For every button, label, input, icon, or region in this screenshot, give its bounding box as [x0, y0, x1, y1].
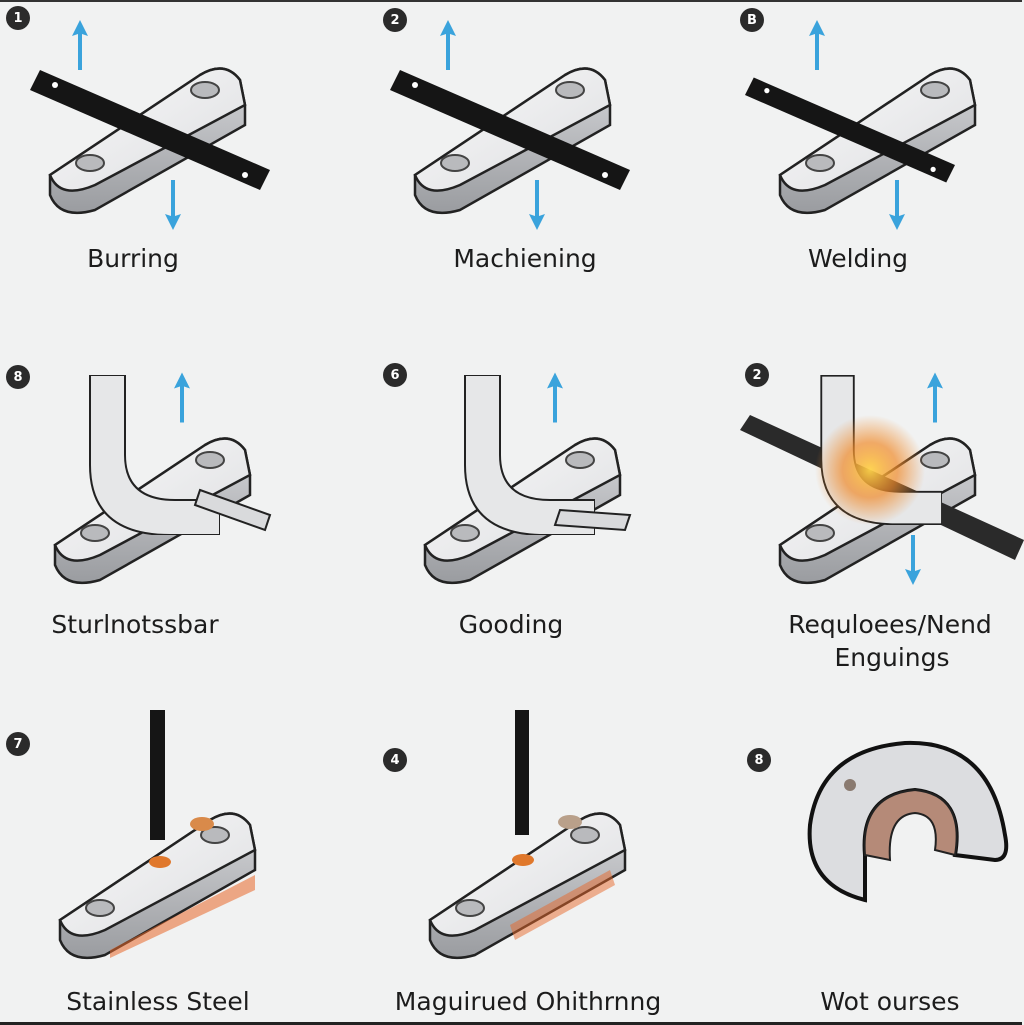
curved-part-illustration: [807, 740, 1009, 903]
step-label-8: Maguirued Ohithrnng: [394, 987, 662, 1016]
step-label-7: Stainless Steel: [66, 987, 250, 1016]
step-badge-5: 6: [383, 363, 407, 387]
step-badge-1: 1: [6, 6, 30, 30]
step-badge-2: 2: [383, 8, 407, 32]
step-badge-3: B: [740, 8, 764, 32]
heat-treatment-illustration: [740, 372, 1024, 585]
step-badge-4: 8: [6, 365, 30, 389]
step-badge-8: 4: [383, 748, 407, 772]
step-label-2: Machiening: [453, 244, 597, 273]
step-badge-6: 2: [745, 363, 769, 387]
stainless-steel-illustration: [58, 710, 257, 960]
step-label-6: Requloees/Nend: [788, 610, 992, 639]
machined-finishing-illustration: [428, 710, 627, 960]
burring-illustration: [30, 20, 270, 230]
step-label-4: Sturlnotssbar: [51, 610, 219, 639]
step-badge-9: 8: [747, 748, 771, 772]
step-label-3: Welding: [807, 244, 909, 273]
step-label-6-line2: Enguings: [834, 643, 950, 672]
machining-illustration: [390, 20, 630, 230]
step-label-1: Burring: [87, 244, 179, 273]
welding-illustration: [745, 20, 977, 230]
step-label-9: Wot ourses: [820, 987, 960, 1016]
step-badge-7: 7: [6, 732, 30, 756]
bending-illustration: [53, 372, 272, 585]
grooving-illustration: [423, 372, 632, 585]
step-label-5: Gooding: [458, 610, 564, 639]
